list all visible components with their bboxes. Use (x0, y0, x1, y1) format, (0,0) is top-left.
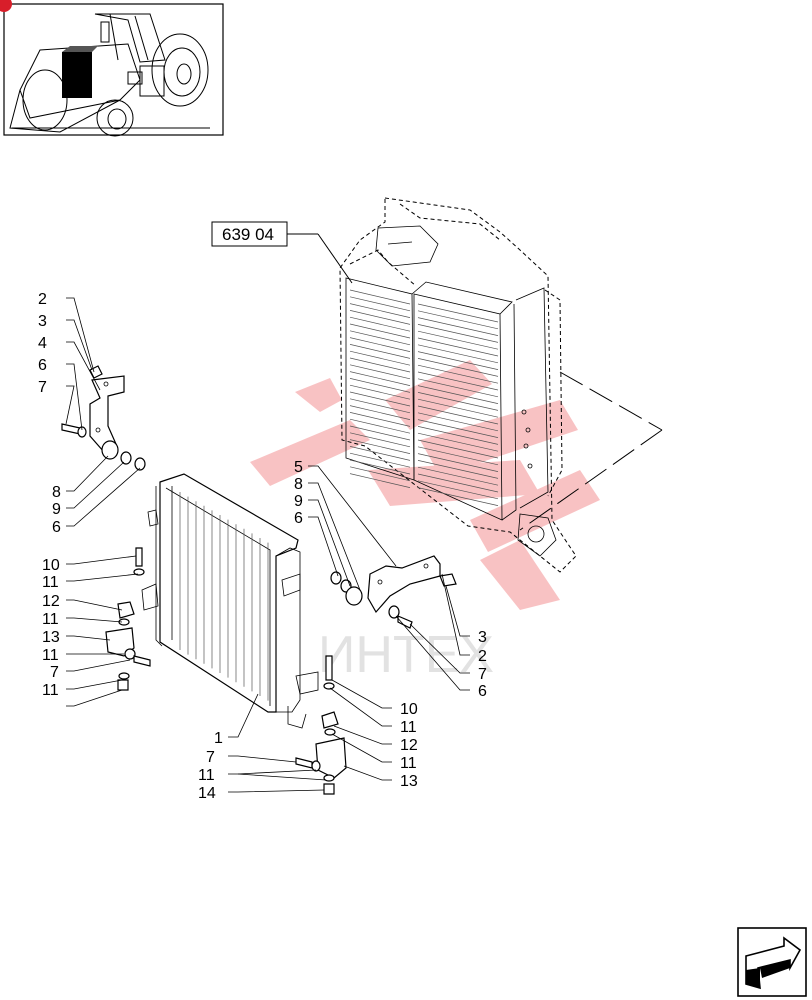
reference-label: 639 04 (222, 225, 274, 244)
bracket-left-item-4[interactable] (89, 375, 125, 453)
radiator-item-1[interactable] (141, 473, 319, 729)
callout-number: 7 (38, 379, 47, 396)
callout-number: 11 (400, 719, 417, 736)
callouts-mid: 5 8 9 6 (294, 459, 303, 527)
callout-number: 5 (294, 459, 303, 476)
callout-number: 2 (38, 291, 47, 308)
callout-number: 7 (206, 749, 215, 766)
radiator-core-fins (349, 289, 499, 506)
callout-number: 4 (38, 335, 47, 352)
callout-number: 11 (198, 767, 215, 784)
projection-lines (519, 371, 663, 531)
callouts-left: 2 3 4 6 7 8 9 6 10 11 12 11 13 11 7 11 (38, 291, 61, 699)
radiator-fins (179, 492, 269, 701)
callout-number: 9 (52, 501, 61, 518)
callout-number: 8 (294, 476, 303, 493)
highlighted-radiator-block (62, 52, 92, 98)
callout-number: 3 (478, 629, 487, 646)
callout-number: 7 (50, 664, 59, 681)
callout-number: 11 (42, 682, 59, 699)
callout-number: 3 (38, 313, 47, 330)
tractor-drawing (9, 13, 210, 137)
reference-639-04[interactable]: 639 04 (211, 221, 353, 284)
next-page-arrow-icon[interactable] (737, 927, 807, 997)
fittings-left (61, 365, 151, 691)
callout-number: 10 (42, 557, 60, 574)
callout-number: 12 (42, 593, 60, 610)
callout-number: 12 (400, 737, 418, 754)
callout-number: 11 (42, 574, 59, 591)
callout-number: 9 (294, 493, 303, 510)
callout-number: 13 (42, 629, 60, 646)
callout-number: 8 (52, 484, 61, 501)
callout-number: 10 (400, 701, 418, 718)
callout-number: 7 (478, 666, 487, 683)
bracket-right-item-5[interactable] (367, 555, 441, 614)
leader-lines (65, 297, 470, 793)
callout-number: 6 (478, 683, 487, 700)
thumbnail-marker-icon (0, 0, 12, 12)
callouts-bottom: 1 7 11 14 (198, 730, 223, 802)
callout-number: 11 (400, 755, 417, 772)
callout-number: 6 (38, 357, 47, 374)
callout-number: 6 (294, 510, 303, 527)
callout-number: 11 (42, 647, 59, 664)
callout-number: 2 (478, 648, 487, 665)
tractor-thumbnail[interactable] (0, 0, 224, 137)
callout-number: 1 (214, 730, 223, 747)
callouts-right: 3 2 7 6 10 11 12 11 13 (400, 629, 487, 790)
callout-number: 11 (42, 611, 59, 628)
callout-number: 6 (52, 519, 61, 536)
callout-number: 13 (400, 773, 418, 790)
callout-number: 14 (198, 785, 216, 802)
cooling-package-outline (339, 197, 577, 573)
